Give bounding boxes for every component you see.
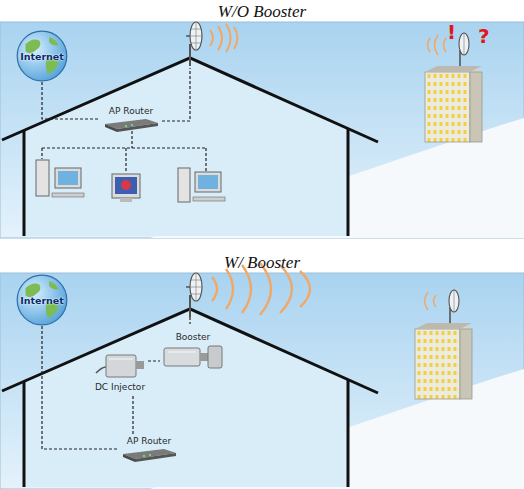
router-device (102, 117, 160, 133)
computers (121, 180, 131, 190)
alert-mark: ! (447, 20, 456, 44)
computers (36, 160, 225, 202)
booster-device (208, 346, 222, 368)
bottom-panel (415, 290, 472, 399)
node-label: AP Router (109, 105, 153, 117)
injector-device (136, 361, 144, 369)
injector-device (96, 367, 106, 373)
router-device (135, 453, 176, 462)
radio-waves (218, 26, 222, 50)
network-cable (148, 360, 160, 361)
router-device (125, 125, 127, 127)
booster-device (162, 343, 224, 371)
radio-waves (242, 265, 251, 313)
booster-device (168, 352, 196, 353)
router-device (131, 124, 133, 126)
network-cable (125, 148, 126, 173)
network-cable (42, 82, 100, 119)
bottom-panel (0, 273, 524, 489)
panel-title: W/ Booster (224, 253, 300, 273)
booster-device (200, 353, 208, 361)
computers (193, 197, 225, 201)
radio-waves (212, 277, 217, 301)
globe-icon (49, 281, 58, 290)
radio-waves (234, 27, 238, 49)
network-cable (42, 68, 206, 173)
radio-waves (434, 295, 437, 307)
node-label: AP Router (127, 435, 171, 447)
radio-waves (444, 38, 447, 52)
injector-device (106, 355, 136, 377)
globe-icon (17, 275, 67, 325)
computers (58, 171, 78, 185)
ap-router: AP Router (100, 104, 162, 134)
radio-waves (428, 35, 447, 55)
booster-device: Booster (160, 330, 226, 372)
top-panel (0, 22, 524, 238)
computers (55, 168, 81, 188)
radio-waves (428, 38, 431, 52)
network-cable (41, 148, 42, 159)
radio-waves (435, 35, 439, 55)
computers (112, 174, 140, 198)
bottom-panel (186, 273, 202, 317)
router-device (117, 123, 158, 132)
bottom-panel (0, 263, 524, 489)
globe-icon (49, 37, 58, 46)
bottom-panel (415, 290, 472, 399)
network-cable (131, 131, 132, 148)
computers (115, 177, 137, 194)
radio-waves (226, 269, 233, 309)
computers (195, 172, 221, 192)
injector-device (109, 359, 133, 360)
radio-waves (210, 30, 213, 46)
booster-device (164, 348, 200, 366)
router-device (149, 454, 151, 456)
router-device (143, 455, 145, 457)
computers (36, 160, 49, 196)
node-label: Internet (20, 295, 64, 306)
radio-waves (210, 24, 238, 52)
network-cable (162, 68, 190, 121)
radio-waves (300, 271, 310, 307)
router-device (123, 454, 135, 462)
question-mark: ? (478, 24, 490, 48)
top-panel (0, 22, 524, 238)
node-label: DC Injector (95, 381, 145, 393)
antenna-cable (189, 317, 190, 324)
node-label: Booster (176, 331, 211, 343)
computers (52, 193, 84, 197)
computers (198, 175, 218, 189)
ap-router: AP Router (118, 434, 180, 464)
network-cable (132, 394, 133, 434)
panel-title: W/O Booster (218, 2, 306, 22)
radio-waves (280, 265, 292, 313)
radio-waves (226, 24, 231, 52)
globe-icon (17, 31, 67, 81)
top-panel (2, 58, 378, 236)
internet-globe: Internet (16, 30, 68, 82)
network-cable (42, 147, 206, 148)
node-label: Internet (20, 51, 64, 62)
router-device (120, 447, 178, 463)
top-panel (186, 22, 202, 66)
radio-waves (425, 292, 437, 310)
radio-waves (425, 292, 429, 310)
antenna-cable (189, 317, 190, 324)
network-cable (205, 148, 206, 171)
dc-injector: DC Injector (92, 350, 148, 394)
computers (178, 168, 190, 202)
computers (120, 198, 132, 202)
injector-device (94, 351, 146, 381)
router-device (105, 124, 117, 132)
top-panel (425, 33, 482, 142)
bottom-panel (2, 309, 378, 487)
internet-globe: Internet (16, 274, 68, 326)
